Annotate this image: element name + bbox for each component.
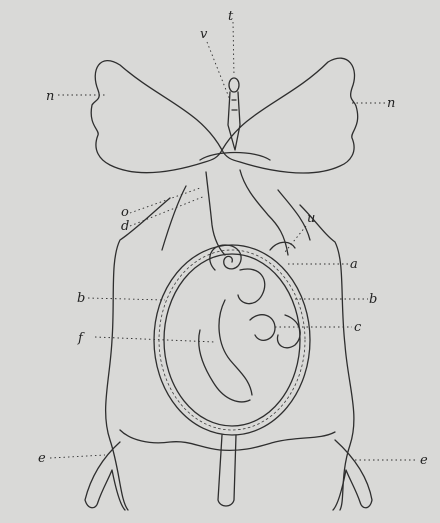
label-b-left: b — [77, 291, 85, 306]
label-u: u — [307, 211, 315, 226]
label-b-right: b — [369, 292, 377, 307]
label-t: t — [228, 9, 234, 24]
label-n-right: n — [387, 96, 395, 111]
label-c: c — [354, 320, 362, 335]
label-n-left: n — [46, 89, 54, 104]
label-o: o — [121, 205, 129, 220]
label-e-left: e — [38, 451, 46, 466]
label-a: a — [350, 257, 358, 272]
label-v: v — [200, 27, 208, 42]
label-e-right: e — [420, 453, 428, 468]
label-d: d — [121, 219, 129, 234]
